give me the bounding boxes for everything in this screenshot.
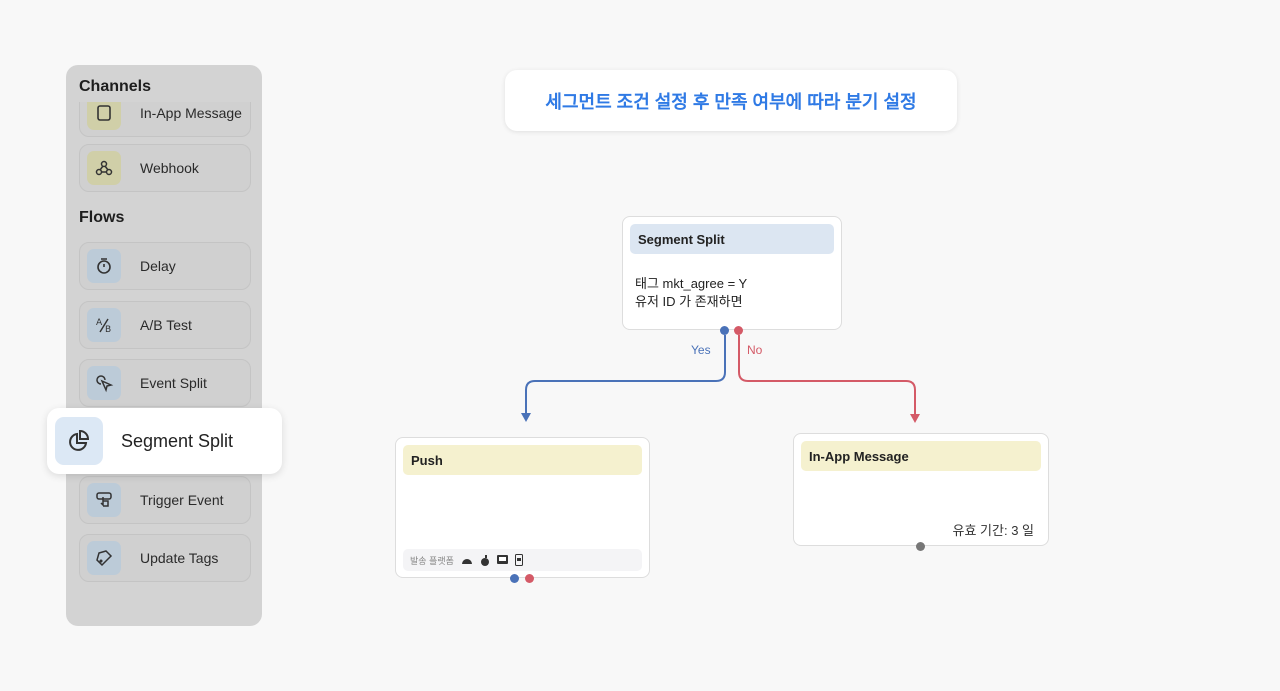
palette-item-label: Event Split [140,375,207,391]
validity-period: 유효 기간: 3 일 [952,523,1034,538]
dragging-segment-split-item[interactable]: Segment Split [47,408,282,474]
palette-item-label: Trigger Event [140,492,224,508]
in-app-message-node[interactable]: In-App Message 유효 기간: 3 일 [793,433,1049,546]
palette-item-trigger-event[interactable]: Trigger Event [79,476,251,524]
no-label: No [747,343,763,357]
platform-bar: 발송 플랫폼 [403,549,642,571]
palette-item-label: Segment Split [121,430,234,451]
push-no-port[interactable] [525,574,534,583]
node-title: Push [403,445,642,475]
condition-line: 태그 mkt_agree = Y [635,276,748,291]
svg-text:B: B [105,325,111,335]
palette-item-label: Delay [140,258,176,274]
node-title: In-App Message [801,441,1041,471]
svg-text:A: A [96,318,103,328]
apple-icon [480,554,489,566]
tap-icon [87,483,121,517]
palette-item-event-split[interactable]: Event Split [79,359,251,407]
push-yes-port[interactable] [510,574,519,583]
palette-item-label: Update Tags [140,550,219,566]
pie-chart-icon [55,417,103,465]
no-output-port[interactable] [734,326,743,335]
channels-heading: Channels [79,78,152,95]
timer-icon [87,249,121,283]
mobile-icon [514,554,523,566]
web-icon [496,555,508,564]
platform-label: 발송 플랫폼 [410,555,454,566]
palette-item-label: A/B Test [140,317,192,333]
yes-arrow [521,413,531,422]
message-icon [87,102,121,130]
android-icon [461,559,472,564]
node-title: Segment Split [630,224,834,254]
palette-item-webhook[interactable]: Webhook [79,144,251,192]
tag-icon [87,541,121,575]
cursor-icon [87,366,121,400]
palette-item-update-tags[interactable]: Update Tags [79,534,251,582]
no-arrow [910,414,920,423]
palette-item-in-app-message[interactable]: In-App Message [79,102,251,137]
no-connector [738,335,916,415]
palette-item-label: Webhook [140,160,199,176]
flows-heading: Flows [79,209,125,226]
yes-label: Yes [691,343,711,357]
palette-item-delay[interactable]: Delay [79,242,251,290]
webhook-icon [87,151,121,185]
palette-item-label: In-App Message [140,105,242,121]
push-node[interactable]: Push 발송 플랫폼 [395,437,650,578]
instruction-banner: 세그먼트 조건 설정 후 만족 여부에 따라 분기 설정 [505,70,957,131]
yes-output-port[interactable] [720,326,729,335]
yes-connector [525,335,726,414]
condition-line: 유저 ID 가 존재하면 [635,294,743,309]
node-palette-sidebar: Channels In-App Message Webhook Flows De… [66,65,262,626]
segment-split-node[interactable]: Segment Split 태그 mkt_agree = Y 유저 ID 가 존… [622,216,842,330]
in-app-output-port[interactable] [916,542,925,551]
